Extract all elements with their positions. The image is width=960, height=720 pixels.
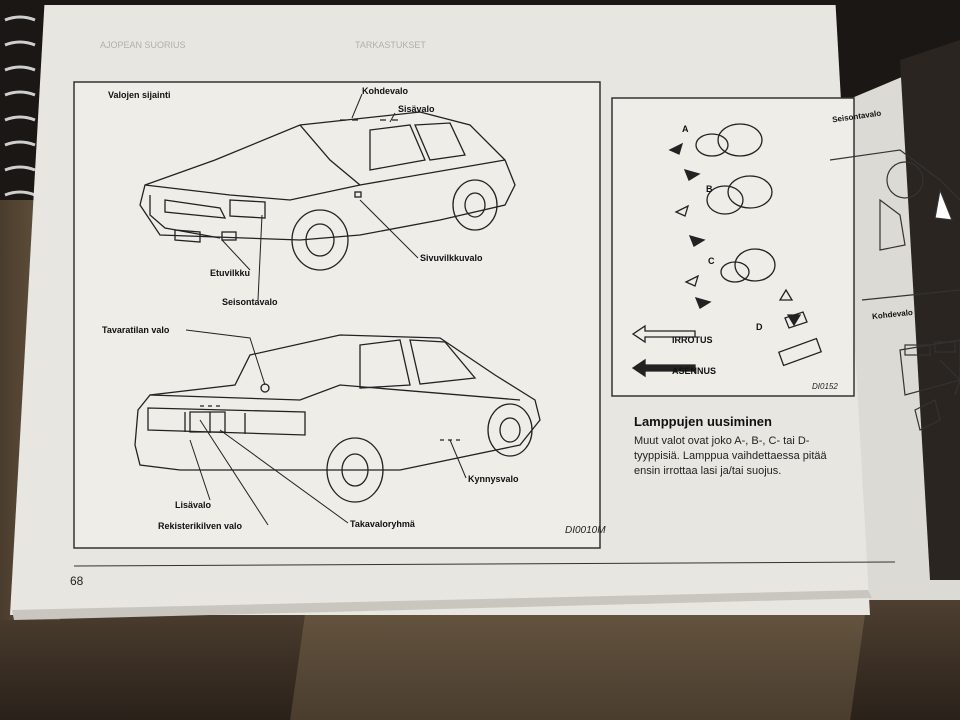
left-figure-frame [73,81,601,549]
step-b-label: B [706,184,713,194]
label-seisontavalo: Seisontavalo [222,297,278,307]
label-sisavalo: Sisävalo [398,104,435,114]
rear-car-drawing [134,334,541,503]
bleed-through-text: TARKASTUKSET [355,40,426,50]
label-kohdevalo: Kohdevalo [362,86,409,96]
section-body: Muut valot ovat joko A-, B-, C- tai D-ty… [634,435,827,477]
label-sivuvilkkuvalo: Sivuvilkkuvalo [420,253,483,263]
label-kynnysvalo: Kynnysvalo [468,474,519,484]
section-heading: Lamppujen uusiminen [634,414,772,429]
right-figure-frame [611,97,855,397]
step-d-label: D [756,322,763,332]
label-tavaratilan-valo: Tavaratilan valo [102,325,170,335]
label-takavaloryhma: Takavaloryhmä [350,519,415,529]
bleed-through-text: AJOPEAN SUORIUS [100,40,186,50]
legend-remove: IRROTUS [672,335,713,345]
figure-code-right: DI0152 [812,382,838,391]
label-etuvilkku: Etuvilkku [210,268,251,278]
front-car-drawing [139,111,516,271]
figure-code: DI0010M [565,525,606,536]
page-number: 68 [70,574,84,588]
legend-install: ASENNUS [672,366,717,376]
label-rekisterikilven-valo: Rekisterikilven valo [158,521,243,531]
label-lisavalo: Lisävalo [175,500,212,510]
figure-title: Valojen sijainti [108,90,171,100]
step-c-label: C [708,256,715,266]
next-page-drawing [829,149,960,431]
spiral-binding [4,15,36,197]
step-a-label: A [682,124,689,134]
bulb-diagram [631,123,823,378]
